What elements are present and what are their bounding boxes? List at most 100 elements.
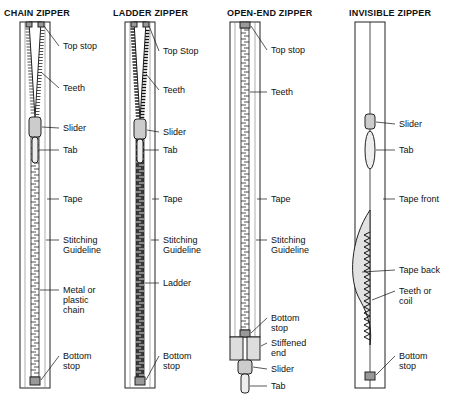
tooth (136, 372, 141, 373)
tooth (29, 86, 33, 87)
tooth (142, 93, 146, 94)
part-label: Slider (398, 119, 423, 129)
tooth (139, 285, 144, 286)
tooth (241, 309, 246, 310)
tooth (31, 232, 36, 233)
tooth (136, 252, 141, 253)
coil (364, 232, 370, 340)
tooth (134, 85, 138, 86)
tooth (244, 180, 249, 181)
tooth (31, 304, 36, 305)
slider (238, 360, 252, 374)
tooth (244, 318, 249, 319)
tooth (31, 298, 36, 299)
tooth (28, 68, 32, 69)
tooth (244, 258, 249, 259)
tooth (37, 81, 41, 82)
tooth (244, 138, 249, 139)
tooth (244, 162, 249, 163)
tooth (244, 264, 249, 265)
tooth (26, 44, 30, 45)
tooth (139, 237, 144, 238)
tooth (40, 33, 44, 34)
stitching-line (235, 22, 236, 337)
part-label: Teeth (270, 87, 294, 97)
tooth (241, 87, 246, 88)
tooth (34, 367, 39, 368)
zipper-heading: LADDER ZIPPER (112, 8, 189, 18)
tooth (142, 96, 146, 97)
part-label: Slider (62, 123, 87, 133)
tooth (139, 321, 144, 322)
tooth (136, 270, 141, 271)
part-label: Stitching Guideline (162, 235, 216, 255)
tooth (144, 57, 148, 58)
tooth (136, 282, 141, 283)
tooth (241, 237, 246, 238)
tooth (34, 289, 39, 290)
tooth (136, 168, 141, 169)
tooth (136, 318, 141, 319)
tooth (136, 324, 141, 325)
tooth (134, 94, 138, 95)
bottom-stop (135, 377, 145, 385)
part-label: Metal or plastic chain (62, 285, 106, 315)
part-label: Tape back (398, 265, 441, 275)
tooth (144, 60, 148, 61)
tooth (26, 35, 30, 36)
tooth (241, 51, 246, 52)
tooth (143, 69, 147, 70)
tooth (241, 33, 246, 34)
tooth (244, 42, 249, 43)
tooth (136, 330, 141, 331)
tooth (139, 261, 144, 262)
tooth (244, 144, 249, 145)
bottom-stop (240, 330, 250, 337)
teeth-column (136, 139, 144, 377)
teeth-column (241, 28, 249, 330)
tooth (131, 37, 135, 38)
tooth (39, 48, 43, 49)
tooth (142, 90, 146, 91)
tooth (36, 111, 40, 112)
tooth (241, 315, 246, 316)
tooth (136, 354, 141, 355)
tooth (145, 45, 149, 46)
tooth (34, 343, 39, 344)
tooth (34, 235, 39, 236)
tooth (241, 81, 246, 82)
tooth (244, 120, 249, 121)
tooth (34, 253, 39, 254)
part-label: Stitching Guideline (62, 235, 116, 255)
tooth (244, 312, 249, 313)
tooth (139, 255, 144, 256)
tooth (29, 89, 33, 90)
tooth (34, 325, 39, 326)
tooth (143, 75, 147, 76)
tooth (132, 52, 136, 53)
tooth (139, 231, 144, 232)
tooth (34, 187, 39, 188)
tooth (144, 54, 148, 55)
tooth (34, 331, 39, 332)
part-label: Top stop (270, 45, 306, 55)
tooth (143, 72, 147, 73)
tooth (27, 53, 31, 54)
tooth (144, 63, 148, 64)
tooth (132, 46, 136, 47)
bottom-stop (365, 372, 375, 380)
tooth (241, 273, 246, 274)
tooth (139, 291, 144, 292)
tooth (136, 192, 141, 193)
tooth (26, 32, 30, 33)
tooth (244, 234, 249, 235)
tooth (241, 255, 246, 256)
tooth (241, 195, 246, 196)
tooth (142, 87, 146, 88)
tooth (34, 355, 39, 356)
tooth (244, 66, 249, 67)
stitching-line (45, 22, 46, 388)
tooth (136, 204, 141, 205)
tooth (139, 297, 144, 298)
tooth (244, 324, 249, 325)
